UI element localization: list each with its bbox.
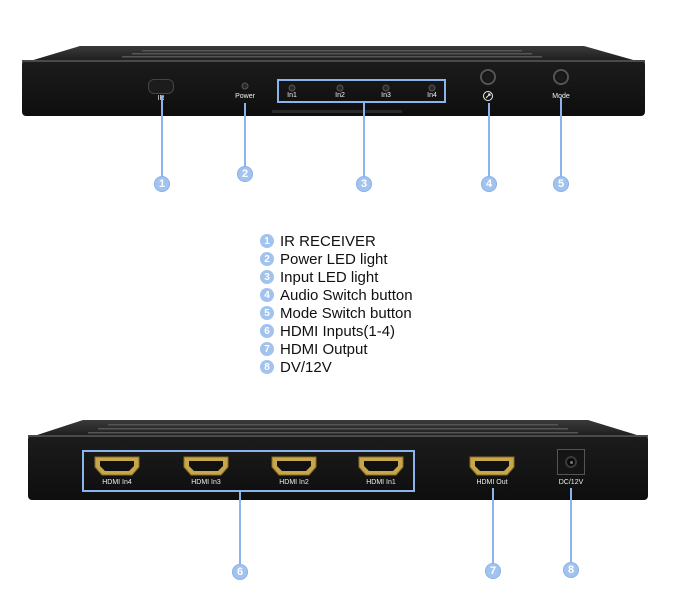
- legend-text: Mode Switch button: [280, 304, 412, 322]
- connector-6: [239, 492, 241, 564]
- legend-badge: 2: [260, 252, 274, 266]
- legend-text: Audio Switch button: [280, 286, 413, 304]
- input-led-1: [288, 84, 296, 92]
- legend-badge: 7: [260, 342, 274, 356]
- power-led: [241, 82, 249, 90]
- input-led-2: [336, 84, 344, 92]
- dc-jack-pin: [570, 461, 573, 464]
- hdmi-in4-label: HDMI In4: [102, 479, 132, 486]
- connector-1: [161, 96, 163, 178]
- hdmi-in2-label: HDMI In2: [279, 479, 309, 486]
- hdmi-out-label: HDMI Out: [476, 479, 508, 486]
- dc-label: DC/12V: [558, 479, 584, 486]
- hdmi-in1-label: HDMI In1: [366, 479, 396, 486]
- input-led-label-4: In4: [427, 92, 437, 99]
- audio-switch-button[interactable]: [480, 69, 496, 85]
- connector-8: [570, 488, 572, 563]
- connector-5: [560, 98, 562, 178]
- audio-switch-icon: [483, 91, 493, 101]
- legend-badge: 1: [260, 234, 274, 248]
- ir-receiver-window: [148, 79, 174, 94]
- legend-badge: 8: [260, 360, 274, 374]
- callout-badge-5: 5: [553, 176, 569, 192]
- input-led-label-1: In1: [287, 92, 297, 99]
- input-led-label-2: In2: [335, 92, 345, 99]
- hdmi-in2-port[interactable]: [271, 456, 317, 476]
- callout-badge-1: 1: [154, 176, 170, 192]
- legend-text: HDMI Inputs(1-4): [280, 322, 396, 340]
- legend: 1 IR RECEIVER 2 Power LED light 3 Input …: [260, 232, 413, 376]
- callout-badge-3: 3: [356, 176, 372, 192]
- legend-text: Power LED light: [280, 250, 388, 268]
- legend-item: 2 Power LED light: [260, 250, 413, 268]
- legend-item: 6 HDMI Inputs(1-4): [260, 322, 413, 340]
- callout-badge-4: 4: [481, 176, 497, 192]
- legend-item: 8 DV/12V: [260, 358, 413, 376]
- legend-item: 7 HDMI Output: [260, 340, 413, 358]
- legend-item: 5 Mode Switch button: [260, 304, 413, 322]
- hdmi-in1-port[interactable]: [358, 456, 404, 476]
- mode-label: Mode: [552, 93, 570, 100]
- hdmi-inputs-highlight: [82, 450, 415, 492]
- hdmi-in3-label: HDMI In3: [191, 479, 221, 486]
- legend-badge: 3: [260, 270, 274, 284]
- legend-badge: 4: [260, 288, 274, 302]
- hdmi-in3-port[interactable]: [183, 456, 229, 476]
- legend-text: IR RECEIVER: [280, 232, 376, 250]
- connector-4: [488, 103, 490, 178]
- input-led-4: [428, 84, 436, 92]
- connector-7: [492, 488, 494, 564]
- input-led-highlight: [277, 79, 446, 103]
- input-led-label-3: In3: [381, 92, 391, 99]
- callout-badge-8: 8: [563, 562, 579, 578]
- input-led-3: [382, 84, 390, 92]
- legend-badge: 6: [260, 324, 274, 338]
- power-label: Power: [235, 93, 255, 100]
- legend-item: 1 IR RECEIVER: [260, 232, 413, 250]
- connector-2: [244, 103, 246, 168]
- callout-badge-2: 2: [237, 166, 253, 182]
- dc-power-jack[interactable]: [557, 449, 585, 475]
- legend-badge: 5: [260, 306, 274, 320]
- hdmi-in4-port[interactable]: [94, 456, 140, 476]
- connector-3: [363, 103, 365, 178]
- legend-item: 4 Audio Switch button: [260, 286, 413, 304]
- legend-text: Input LED light: [280, 268, 379, 286]
- legend-item: 3 Input LED light: [260, 268, 413, 286]
- legend-text: HDMI Output: [280, 340, 368, 358]
- legend-text: DV/12V: [280, 358, 332, 376]
- mode-switch-button[interactable]: [553, 69, 569, 85]
- callout-badge-6: 6: [232, 564, 248, 580]
- hdmi-out-port[interactable]: [469, 456, 515, 476]
- callout-badge-7: 7: [485, 563, 501, 579]
